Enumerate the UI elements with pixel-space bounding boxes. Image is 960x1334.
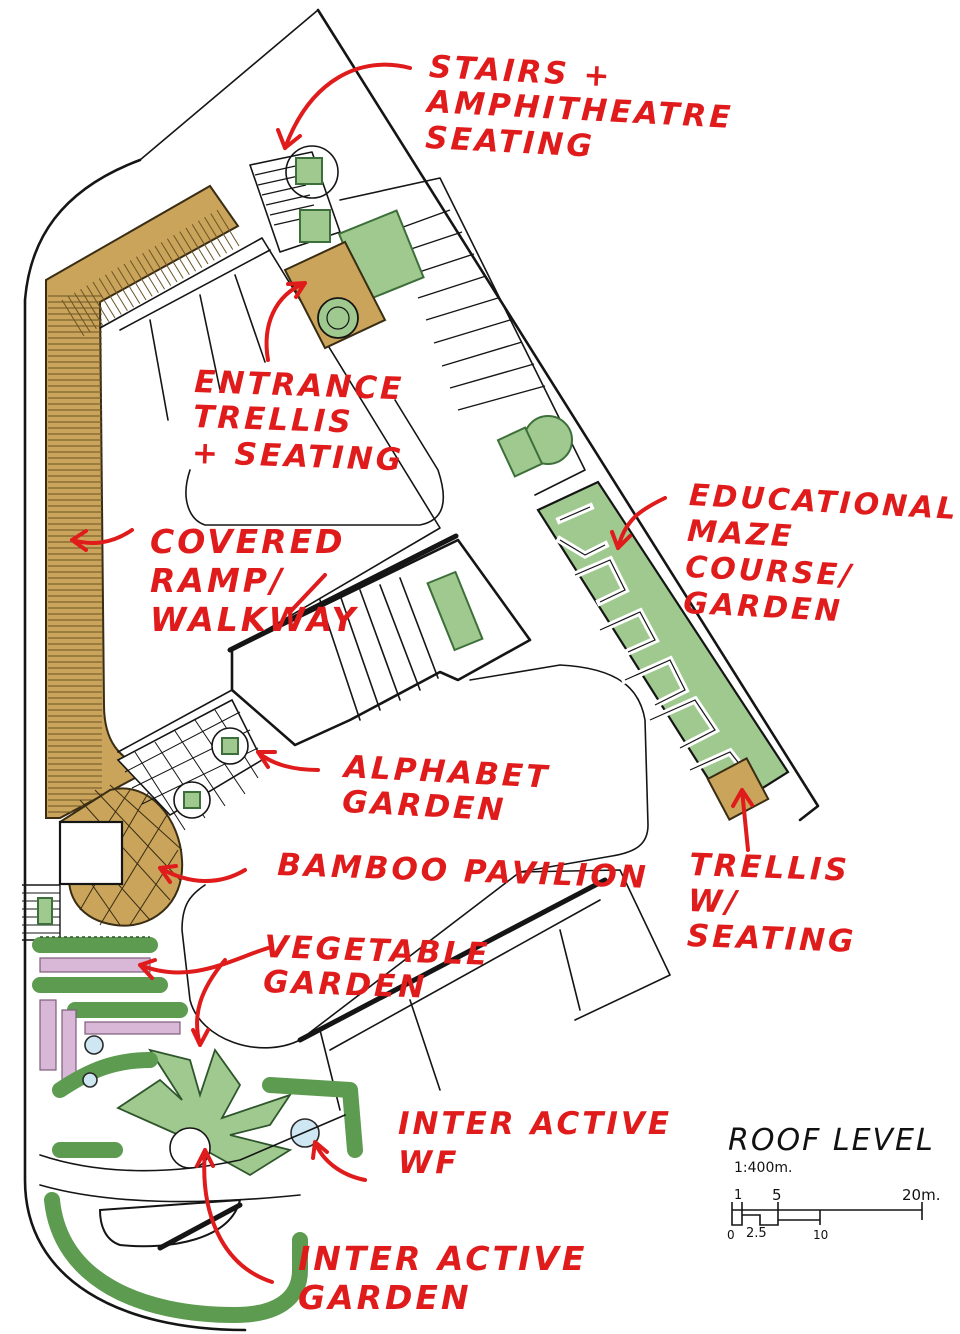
ramp-slat (67, 296, 91, 333)
planters-mid (426, 415, 573, 652)
arrow-trellis (731, 788, 754, 852)
scale-tick-2-5: 2.5 (746, 1226, 767, 1241)
arrow-educational (610, 496, 667, 550)
ramp-slat (191, 224, 215, 261)
ramp-slat (86, 285, 110, 322)
label-vegetable-garden: VEGETABLE GARDEN (262, 929, 491, 1006)
ramp-slat (185, 227, 209, 265)
plan-scale: 1:400m. (734, 1160, 793, 1176)
label-interactive-garden: INTER ACTIVE GARDEN (298, 1239, 588, 1317)
scale-tick-1: 1 (734, 1188, 743, 1203)
arrow-alphabet (256, 750, 320, 772)
ramp-slat (216, 209, 240, 247)
ramp-slat (98, 278, 122, 315)
scale-tick-20m: 20m. (902, 1186, 941, 1204)
ramp-slat (142, 252, 166, 290)
scale-tick-10: 10 (813, 1228, 829, 1242)
ramp-slat (166, 238, 190, 276)
site-boundary (23, 8, 820, 1332)
ramp-slat (160, 242, 184, 279)
ramp-slat (61, 299, 85, 337)
arrow-bamboo (158, 864, 247, 884)
arrow-walkway (288, 573, 327, 614)
bamboo-pavilion (58, 784, 184, 927)
arrow-stairs (276, 62, 412, 150)
ramp-slat (148, 249, 172, 286)
label-educational-maze: EDUCATIONAL MAZE COURSE/ GARDEN (682, 478, 960, 630)
arrow-covered (70, 528, 134, 552)
ramp-slat (135, 256, 159, 294)
label-covered-ramp: COVERED RAMP/ WALKWAY (150, 522, 359, 639)
stairs-amphitheatre (249, 145, 586, 496)
ramp-slat (111, 270, 135, 308)
ramp-slat (80, 288, 104, 326)
entrance-trellis (283, 240, 387, 350)
interactive-garden (39, 1035, 363, 1323)
ramp-slat (92, 281, 116, 319)
ramp-slat (73, 292, 97, 330)
ramp-slat (117, 267, 141, 304)
label-stairs-amphitheatre: STAIRS + AMPHITHEATRE SEATING (424, 49, 735, 165)
ramp-slat (210, 213, 234, 250)
ramp-slat (154, 245, 178, 283)
ramp-slat (179, 231, 203, 268)
ramp-slat (197, 220, 221, 258)
arrow-vegetable (138, 946, 270, 1047)
arrow-wf (311, 1140, 367, 1182)
scale-tick-0: 0 (727, 1228, 735, 1242)
ramp-slat (129, 260, 153, 297)
educational-maze (536, 480, 790, 821)
label-trellis-seating: TRELLIS W/ SEATING (686, 847, 858, 961)
ramp-slat (173, 234, 197, 272)
west-stairs (22, 884, 61, 941)
scale-bar (731, 1202, 923, 1226)
vegetable-garden (32, 936, 188, 1086)
ramp-slat (204, 216, 228, 254)
scale-tick-5: 5 (772, 1186, 782, 1204)
label-alphabet-garden: ALPHABET GARDEN (341, 749, 552, 829)
lower-plaza (181, 664, 671, 1111)
ramp-slat (123, 263, 147, 301)
arrow-entrance (264, 281, 307, 362)
arrow-interactive-garden (195, 1148, 274, 1284)
label-interactive-wf: INTER ACTIVE WF (398, 1106, 673, 1181)
ramp-slat (104, 274, 128, 312)
plan-title: ROOF LEVEL (728, 1123, 935, 1158)
label-entrance-trellis: ENTRANCE TRELLIS + SEATING (191, 364, 405, 479)
central-deck-outlines (99, 237, 608, 1043)
annotation-arrows (70, 62, 754, 1284)
